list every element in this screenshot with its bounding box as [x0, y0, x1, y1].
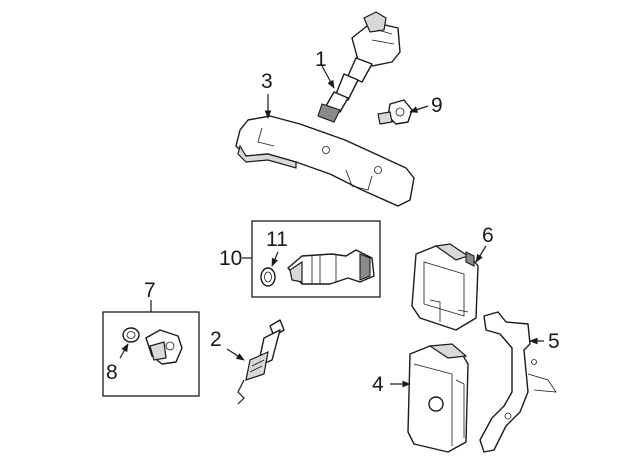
callout-7: 7	[144, 279, 156, 302]
callout-6: 6	[482, 224, 494, 247]
knock-sensor[interactable]	[377, 99, 413, 125]
callout-11: 11	[266, 228, 288, 251]
injector-o-ring[interactable]	[260, 267, 276, 287]
callout-9: 9	[431, 94, 443, 117]
sensor-o-ring[interactable]	[122, 327, 140, 343]
callout-3: 3	[261, 70, 273, 93]
injector-group-box	[251, 220, 381, 298]
coil-cover-bracket[interactable]	[235, 115, 415, 207]
callout-10: 10	[219, 247, 242, 270]
ignition-coil[interactable]	[317, 11, 401, 123]
position-sensor[interactable]	[145, 329, 183, 365]
leader-lines	[119, 65, 544, 388]
engine-control-unit[interactable]	[407, 343, 469, 453]
callout-8: 8	[106, 361, 118, 384]
fuel-injector[interactable]	[287, 249, 375, 285]
callout-2: 2	[210, 328, 222, 351]
control-module[interactable]	[411, 243, 479, 331]
callout-5: 5	[548, 330, 560, 353]
callout-1: 1	[315, 48, 327, 71]
spark-plug[interactable]	[237, 319, 285, 405]
module-bracket[interactable]	[479, 311, 557, 453]
callout-4: 4	[372, 373, 384, 396]
